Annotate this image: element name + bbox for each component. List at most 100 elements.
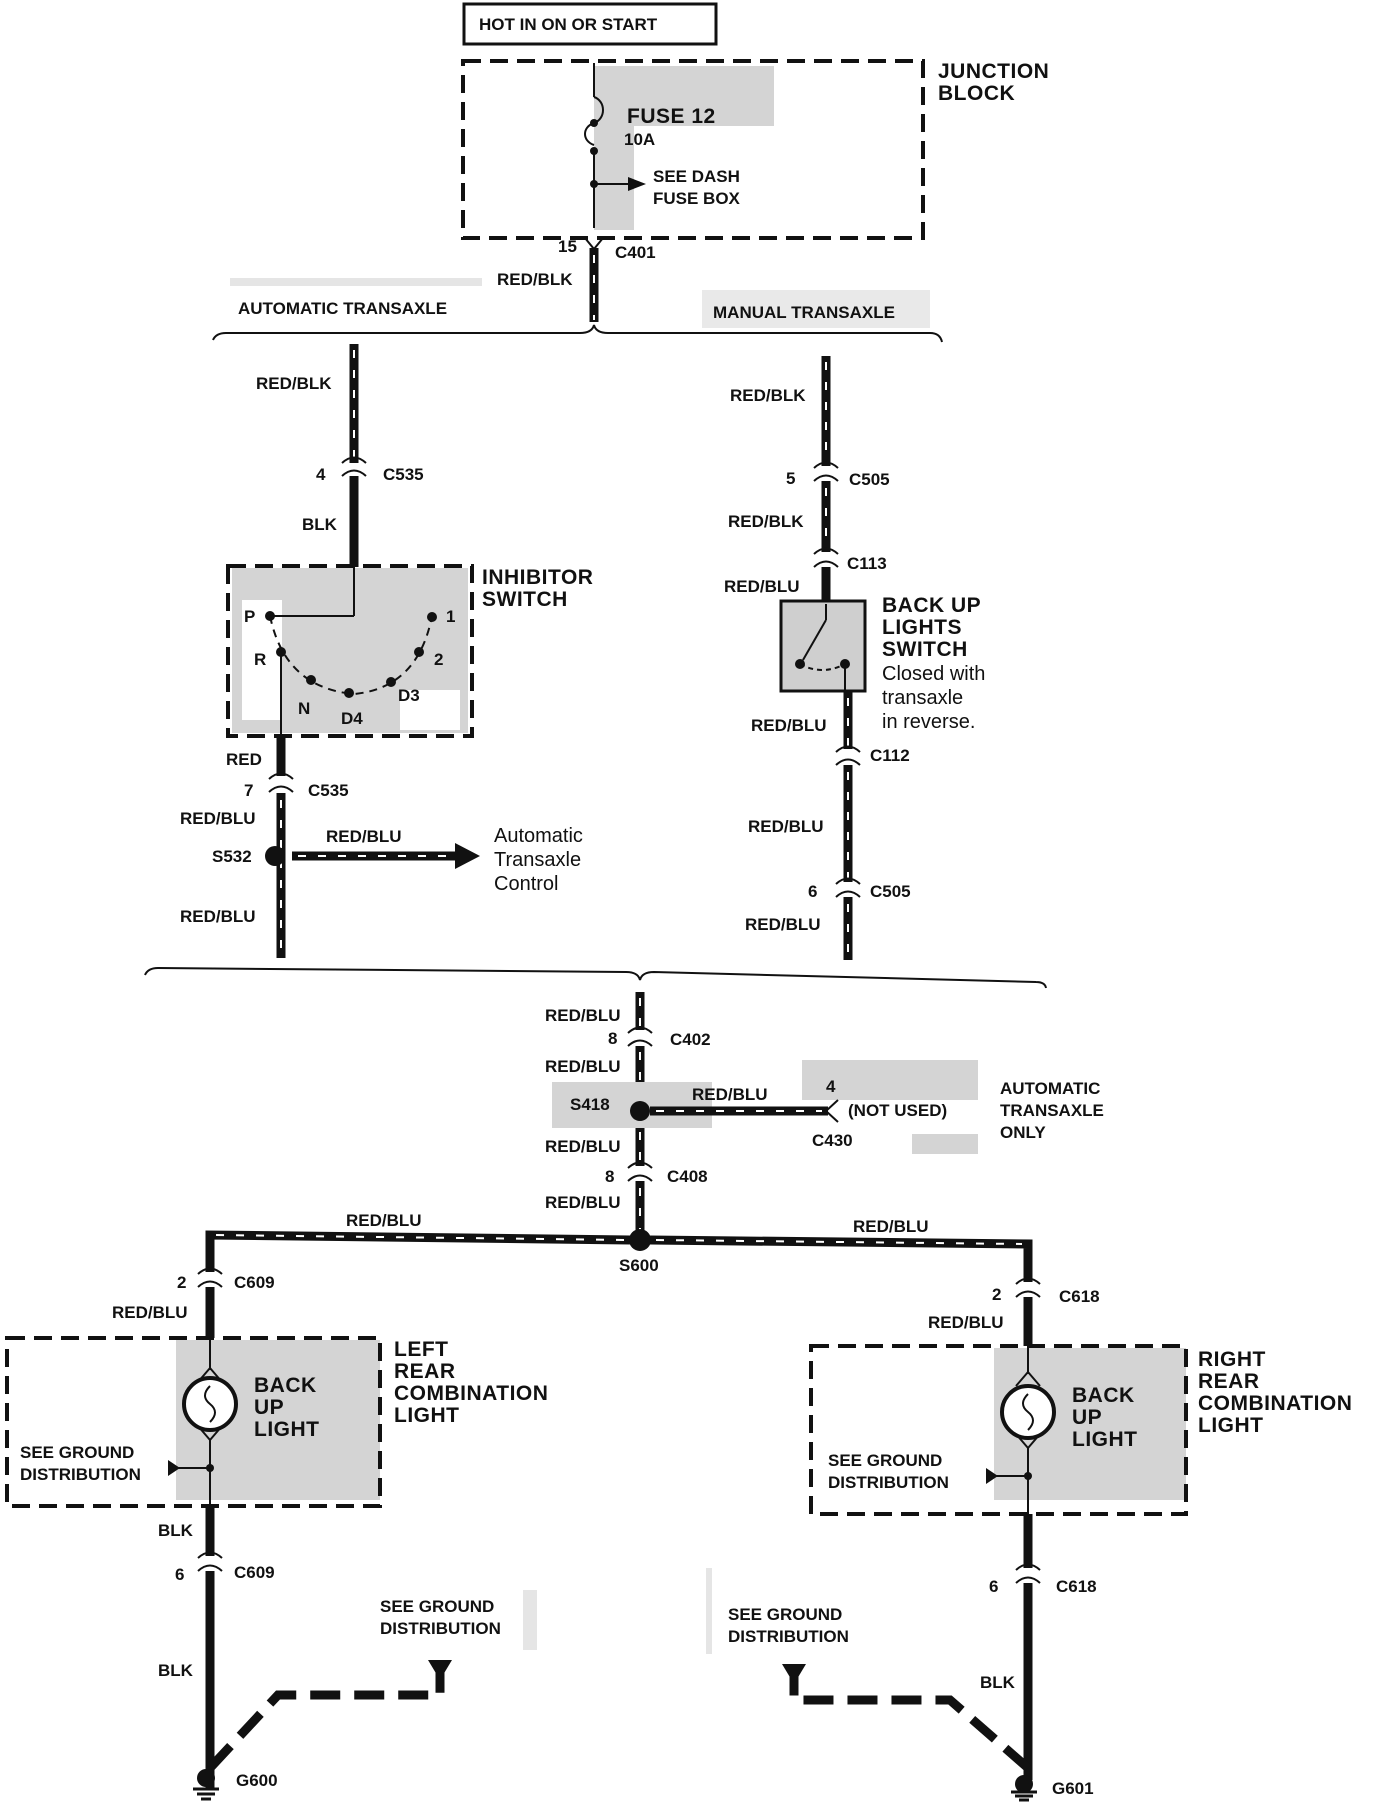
ground-g601-icon: [1011, 1790, 1037, 1802]
c535-top-pin: 4: [316, 465, 326, 484]
splice-s418: [630, 1101, 650, 1121]
branch-automatic: AUTOMATIC TRANSAXLE: [238, 299, 447, 318]
left-light-title: LEFT: [394, 1338, 449, 1361]
junction-block-box: [461, 59, 925, 240]
left-bulb-label-3: LIGHT: [254, 1418, 320, 1441]
c505-top-label: C505: [849, 470, 890, 489]
right-bulb-label-2: UP: [1072, 1406, 1102, 1429]
c408-pin: 8: [605, 1167, 614, 1186]
junction-block-title-2: BLOCK: [938, 82, 1015, 105]
right-bulb-label: BACK: [1072, 1384, 1135, 1407]
wire-s600-left: [205, 1230, 631, 1272]
right-light-title: RIGHT: [1198, 1348, 1266, 1371]
c609-top-connector-icon: [197, 1267, 223, 1288]
ground-g600-label: G600: [236, 1771, 278, 1790]
c535-bottom-pin: 7: [244, 781, 253, 800]
branch-bracket-top: [212, 324, 943, 343]
inhibitor-switch-title-2: SWITCH: [482, 588, 568, 611]
c609-top-pin: 2: [177, 1273, 186, 1292]
wire-label-center-4: RED/BLU: [545, 1193, 621, 1212]
left-see-ground-2: DISTRIBUTION: [380, 1619, 501, 1638]
c609-bottom-pin: 6: [175, 1565, 184, 1584]
c430-connector-icon: [824, 1099, 839, 1123]
wire-label-manual-red-blu-3: RED/BLU: [748, 817, 824, 836]
wire-label-center-2: RED/BLU: [545, 1057, 621, 1076]
c609-top-label: C609: [234, 1273, 275, 1292]
wire-label-s600-right: RED/BLU: [853, 1217, 929, 1236]
wire-label-auto-red-blk: RED/BLK: [256, 374, 332, 393]
right-see-ground: SEE GROUND: [728, 1605, 842, 1624]
junction-block-shade: [594, 66, 774, 126]
see-dash-note: SEE DASH: [653, 167, 740, 186]
c535-top-label: C535: [383, 465, 424, 484]
inhibitor-pos-p: P: [244, 607, 255, 626]
c112-connector-icon: [835, 745, 861, 766]
junction-block-title: JUNCTION: [938, 60, 1049, 83]
branch-bracket-bottom: [144, 966, 1047, 989]
c408-connector-icon: [627, 1161, 653, 1182]
inhibitor-switch-title: INHIBITOR: [482, 566, 593, 589]
right-ground-note-2: DISTRIBUTION: [828, 1473, 949, 1492]
right-bulb-label-3: LIGHT: [1072, 1428, 1138, 1451]
wire-label-c430: RED/BLU: [692, 1085, 768, 1104]
c402-pin: 8: [608, 1029, 617, 1048]
see-dash-arrow-icon: [628, 177, 646, 191]
c402-connector-icon: [627, 1026, 653, 1047]
inhibitor-pos-d4: D4: [341, 709, 363, 728]
wire-label-manual-red-blu-4: RED/BLU: [745, 915, 821, 934]
wire-label-left-red-blu: RED/BLU: [112, 1303, 188, 1322]
c618-bottom-connector-icon: [1015, 1563, 1041, 1584]
wire-label-center-3: RED/BLU: [545, 1137, 621, 1156]
c401-label: C401: [615, 243, 656, 262]
inhibitor-pos-r: R: [254, 650, 266, 669]
wire-label-right-blk: BLK: [980, 1673, 1016, 1692]
backup-switch-title-3: SWITCH: [882, 638, 968, 661]
right-light-title-2: REAR: [1198, 1370, 1260, 1393]
c430-pin: 4: [826, 1077, 836, 1096]
ground-g601-label: G601: [1052, 1779, 1094, 1798]
wire-s600-right: [649, 1235, 1033, 1282]
inhibitor-switch-box: [226, 564, 474, 738]
splice-s532-label: S532: [212, 847, 252, 866]
splice-s600: [629, 1229, 651, 1251]
c402-label: C402: [670, 1030, 711, 1049]
right-ground-note: SEE GROUND: [828, 1451, 942, 1470]
c535-top-connector-icon: [341, 456, 367, 477]
wire-label-auto-red-blu-2: RED/BLU: [180, 907, 256, 926]
left-ground-note-2: DISTRIBUTION: [20, 1465, 141, 1484]
c505-bottom-pin: 6: [808, 882, 817, 901]
see-dash-note-2: FUSE BOX: [653, 189, 741, 208]
inhibitor-pos-1: 1: [446, 607, 455, 626]
right-ground-dashed-wire: [789, 1676, 1031, 1772]
c505-bottom-connector-icon: [835, 877, 861, 898]
c618-bottom-pin: 6: [989, 1577, 998, 1596]
c535-bottom-connector-icon: [268, 772, 294, 793]
backup-switch-note-2: transaxle: [882, 687, 963, 709]
wire-label-manual-red-blu-1: RED/BLU: [724, 577, 800, 596]
left-see-ground: SEE GROUND: [380, 1597, 494, 1616]
c505-bottom-label: C505: [870, 882, 911, 901]
fuse-label: FUSE 12: [627, 105, 716, 128]
wire-label-manual-red-blk-2: RED/BLK: [728, 512, 804, 531]
c408-label: C408: [667, 1167, 708, 1186]
wire-label-auto-red-blu-1: RED/BLU: [180, 809, 256, 828]
right-ground-dist-arrow-icon: [782, 1664, 806, 1684]
wire-label-s600-left: RED/BLU: [346, 1211, 422, 1230]
wire-label-top-red-blk: RED/BLK: [497, 270, 573, 289]
backup-switch-title: BACK UP: [882, 594, 981, 617]
branch-manual: MANUAL TRANSAXLE: [713, 303, 895, 322]
source-label: HOT IN ON OR START: [479, 15, 658, 34]
wire-label-left-blk-1: BLK: [158, 1521, 194, 1540]
atc-line-2: Transaxle: [494, 849, 581, 871]
wire-label-manual-red-blu-2: RED/BLU: [751, 716, 827, 735]
inhibitor-pos-d3: D3: [398, 686, 420, 705]
c618-bottom-label: C618: [1056, 1577, 1097, 1596]
splice-s418-label: S418: [570, 1095, 610, 1114]
backup-switch-box: [779, 599, 867, 693]
c113-label: C113: [847, 554, 887, 573]
c609-bottom-label: C609: [234, 1563, 275, 1582]
backup-switch-title-2: LIGHTS: [882, 616, 962, 639]
inhibitor-pos-2: 2: [434, 650, 443, 669]
wire-label-right-red-blu: RED/BLU: [928, 1313, 1004, 1332]
